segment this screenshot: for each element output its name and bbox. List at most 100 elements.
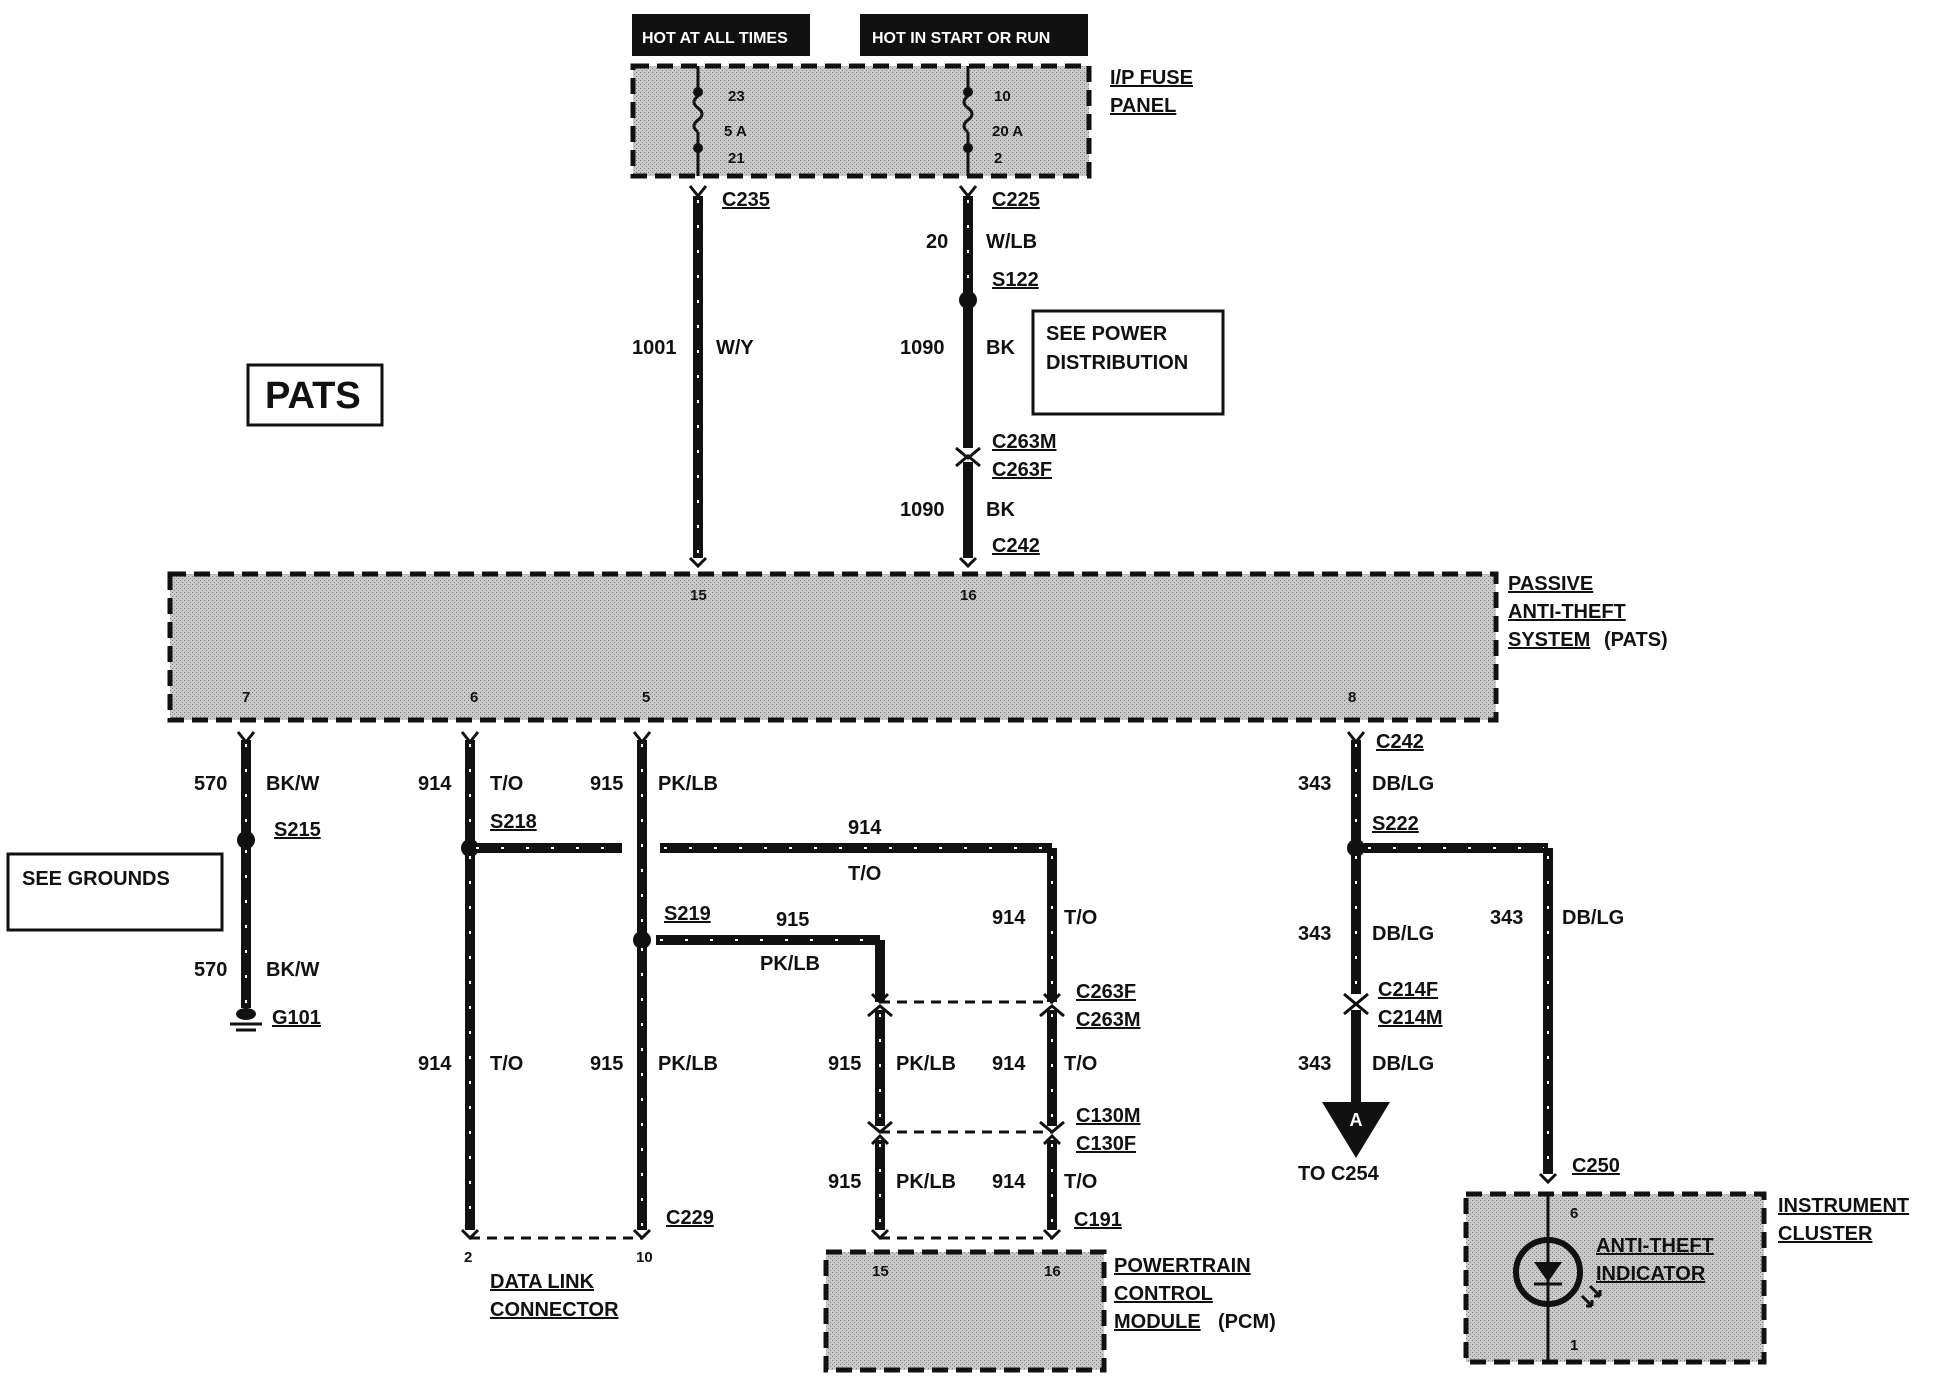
dlc-name-2: CONNECTOR — [490, 1299, 619, 1321]
splice-s218: S218 — [490, 811, 537, 833]
header-hot-run-text: HOT IN START OR RUN — [872, 30, 1050, 47]
wire-1090a-color: BK — [986, 337, 1015, 359]
pats-name-2: ANTI-THEFT — [1508, 601, 1626, 623]
wire-570b-num: 570 — [194, 959, 227, 981]
indicator-name-2: INDICATOR — [1596, 1263, 1706, 1285]
conn-c263m: C263M — [992, 431, 1056, 453]
wire-343b-num: 343 — [1298, 923, 1331, 945]
pats-name-3: SYSTEM — [1508, 629, 1590, 651]
wire-915b-color: PK/LB — [658, 1053, 718, 1075]
note-see-power-distribution: SEE POWER DISTRIBUTION — [1031, 309, 1225, 416]
title-text: PATS — [265, 375, 361, 417]
fuse-10: 10 20 A 2 — [962, 66, 1023, 176]
wire-914a-num: 914 — [418, 773, 452, 795]
cluster-pin-6: 6 — [1570, 1205, 1578, 1222]
wire-343a-num: 343 — [1298, 773, 1331, 795]
wire-914d-num: 914 — [992, 1171, 1026, 1193]
wire-343a-color: DB/LG — [1372, 773, 1434, 795]
conn-c242-bottom: C242 — [1376, 731, 1424, 753]
wire-915a-color: PK/LB — [658, 773, 718, 795]
offpage-label: TO C254 — [1298, 1163, 1380, 1185]
wire-343b-color: DB/LG — [1372, 923, 1434, 945]
note-power-1: SEE POWER — [1046, 323, 1168, 345]
pats-pin-5: 5 — [642, 689, 650, 706]
pats-pin-7: 7 — [242, 689, 250, 706]
note-grounds-text: SEE GROUNDS — [22, 868, 170, 890]
wire-914b-num: 914 — [418, 1053, 452, 1075]
wire-914d-color: T/O — [1064, 1171, 1097, 1193]
pats-pin-16: 16 — [960, 587, 977, 604]
wire-914-to-pcm: 914 T/O 914 T/O — [660, 817, 1097, 1002]
wire-570a-num: 570 — [194, 773, 227, 795]
cluster-pin-1: 1 — [1570, 1337, 1578, 1354]
wire-915h-num: 915 — [776, 909, 809, 931]
pats-pin-8: 8 — [1348, 689, 1356, 706]
wire-915h-color: PK/LB — [760, 953, 820, 975]
fuse-a-amp: 5 A — [724, 123, 747, 140]
splice-s122: S122 — [992, 269, 1039, 291]
offpage-letter: A — [1350, 1110, 1363, 1130]
wire-570-ground: 570 BK/W S215 570 BK/W G101 — [194, 731, 321, 1032]
fuse-b-bottom: 2 — [994, 150, 1002, 167]
pats-pin-15: 15 — [690, 587, 707, 604]
fuse-b-top: 10 — [994, 88, 1011, 105]
conn-c229: C229 — [666, 1207, 714, 1229]
wire-1090-bk: C225 20 W/LB S122 1090 BK C263M C263F 10… — [900, 185, 1056, 569]
cluster-name-2: CLUSTER — [1778, 1223, 1873, 1245]
wire-1090b-color: BK — [986, 499, 1015, 521]
conn-c263m-2: C263M — [1076, 1009, 1140, 1031]
wire-914h-color: T/O — [848, 863, 881, 885]
wire-914c-num: 914 — [992, 1053, 1026, 1075]
wire-914h-num: 914 — [848, 817, 882, 839]
conn-c242-top: C242 — [992, 535, 1040, 557]
fuse-a-bottom: 21 — [728, 150, 745, 167]
fuse-panel-name-1: I/P FUSE — [1110, 67, 1193, 89]
pcm-pin-16: 16 — [1044, 1263, 1061, 1280]
powertrain-control-module: 15 16 POWERTRAIN CONTROL MODULE (PCM) — [823, 1249, 1276, 1373]
pats-module: 15 16 7 6 5 8 PASSIVE ANTI-THEFT SYSTEM … — [167, 571, 1668, 723]
wire-915d-num: 915 — [828, 1171, 861, 1193]
header-hot-all-text: HOT AT ALL TIMES — [642, 30, 788, 47]
splice-s219: S219 — [664, 903, 711, 925]
data-link-connector: 2 10 DATA LINK CONNECTOR — [460, 1228, 653, 1321]
wire-343d-color: DB/LG — [1562, 907, 1624, 929]
wire-914r-num: 914 — [992, 907, 1026, 929]
note-see-grounds: SEE GROUNDS — [6, 852, 224, 932]
indicator-name-1: ANTI-THEFT — [1596, 1235, 1714, 1257]
cluster-name-1: INSTRUMENT — [1778, 1195, 1909, 1217]
wire-1001-num: 1001 — [632, 337, 677, 359]
wire-915a-num: 915 — [590, 773, 623, 795]
led-emission-icon — [1580, 1284, 1602, 1308]
wire-343d-num: 343 — [1490, 907, 1523, 929]
wire-915-data-link: 915 PK/LB S219 915 PK/LB C229 — [590, 731, 718, 1230]
conn-c250: C250 — [1572, 1155, 1620, 1177]
fuse-b-amp: 20 A — [992, 123, 1023, 140]
wire-1090a-num: 1090 — [900, 337, 945, 359]
pats-name-1: PASSIVE — [1508, 573, 1593, 595]
connector-c130: C130M C130F — [867, 1105, 1140, 1155]
wire-915c-color: PK/LB — [896, 1053, 956, 1075]
note-power-2: DISTRIBUTION — [1046, 352, 1188, 374]
pcm-name-2: CONTROL — [1114, 1283, 1213, 1305]
wires-c263-to-c130: 915 PK/LB 914 T/O — [828, 1010, 1097, 1126]
splice-s215: S215 — [274, 819, 321, 841]
wire-343-dblg: A TO C254 C242 343 DB/LG S222 343 DB/LG … — [1298, 731, 1442, 1185]
connector-c263-pcm-branch: C263F C263M — [867, 981, 1140, 1031]
wire-915b-num: 915 — [590, 1053, 623, 1075]
dlc-name-1: DATA LINK — [490, 1271, 595, 1293]
ip-fuse-panel: I/P FUSE PANEL 23 5 A 21 10 20 A 2 — [630, 63, 1193, 179]
conn-c263f-2: C263F — [1076, 981, 1136, 1003]
dlc-pin-10: 10 — [636, 1249, 653, 1266]
conn-c214m: C214M — [1378, 1007, 1442, 1029]
fuse-panel-name-2: PANEL — [1110, 95, 1176, 117]
wire-915-to-pcm: 915 PK/LB — [656, 909, 885, 1002]
conn-c235: C235 — [722, 189, 770, 211]
wire-570b-color: BK/W — [266, 959, 319, 981]
pcm-name-3: MODULE — [1114, 1311, 1201, 1333]
wire-914-data-link: 914 T/O S218 914 T/O — [418, 731, 622, 1230]
wire-20-color: W/LB — [986, 231, 1037, 253]
conn-c225: C225 — [992, 189, 1040, 211]
wire-343c-num: 343 — [1298, 1053, 1331, 1075]
dlc-pin-2: 2 — [464, 1249, 472, 1266]
